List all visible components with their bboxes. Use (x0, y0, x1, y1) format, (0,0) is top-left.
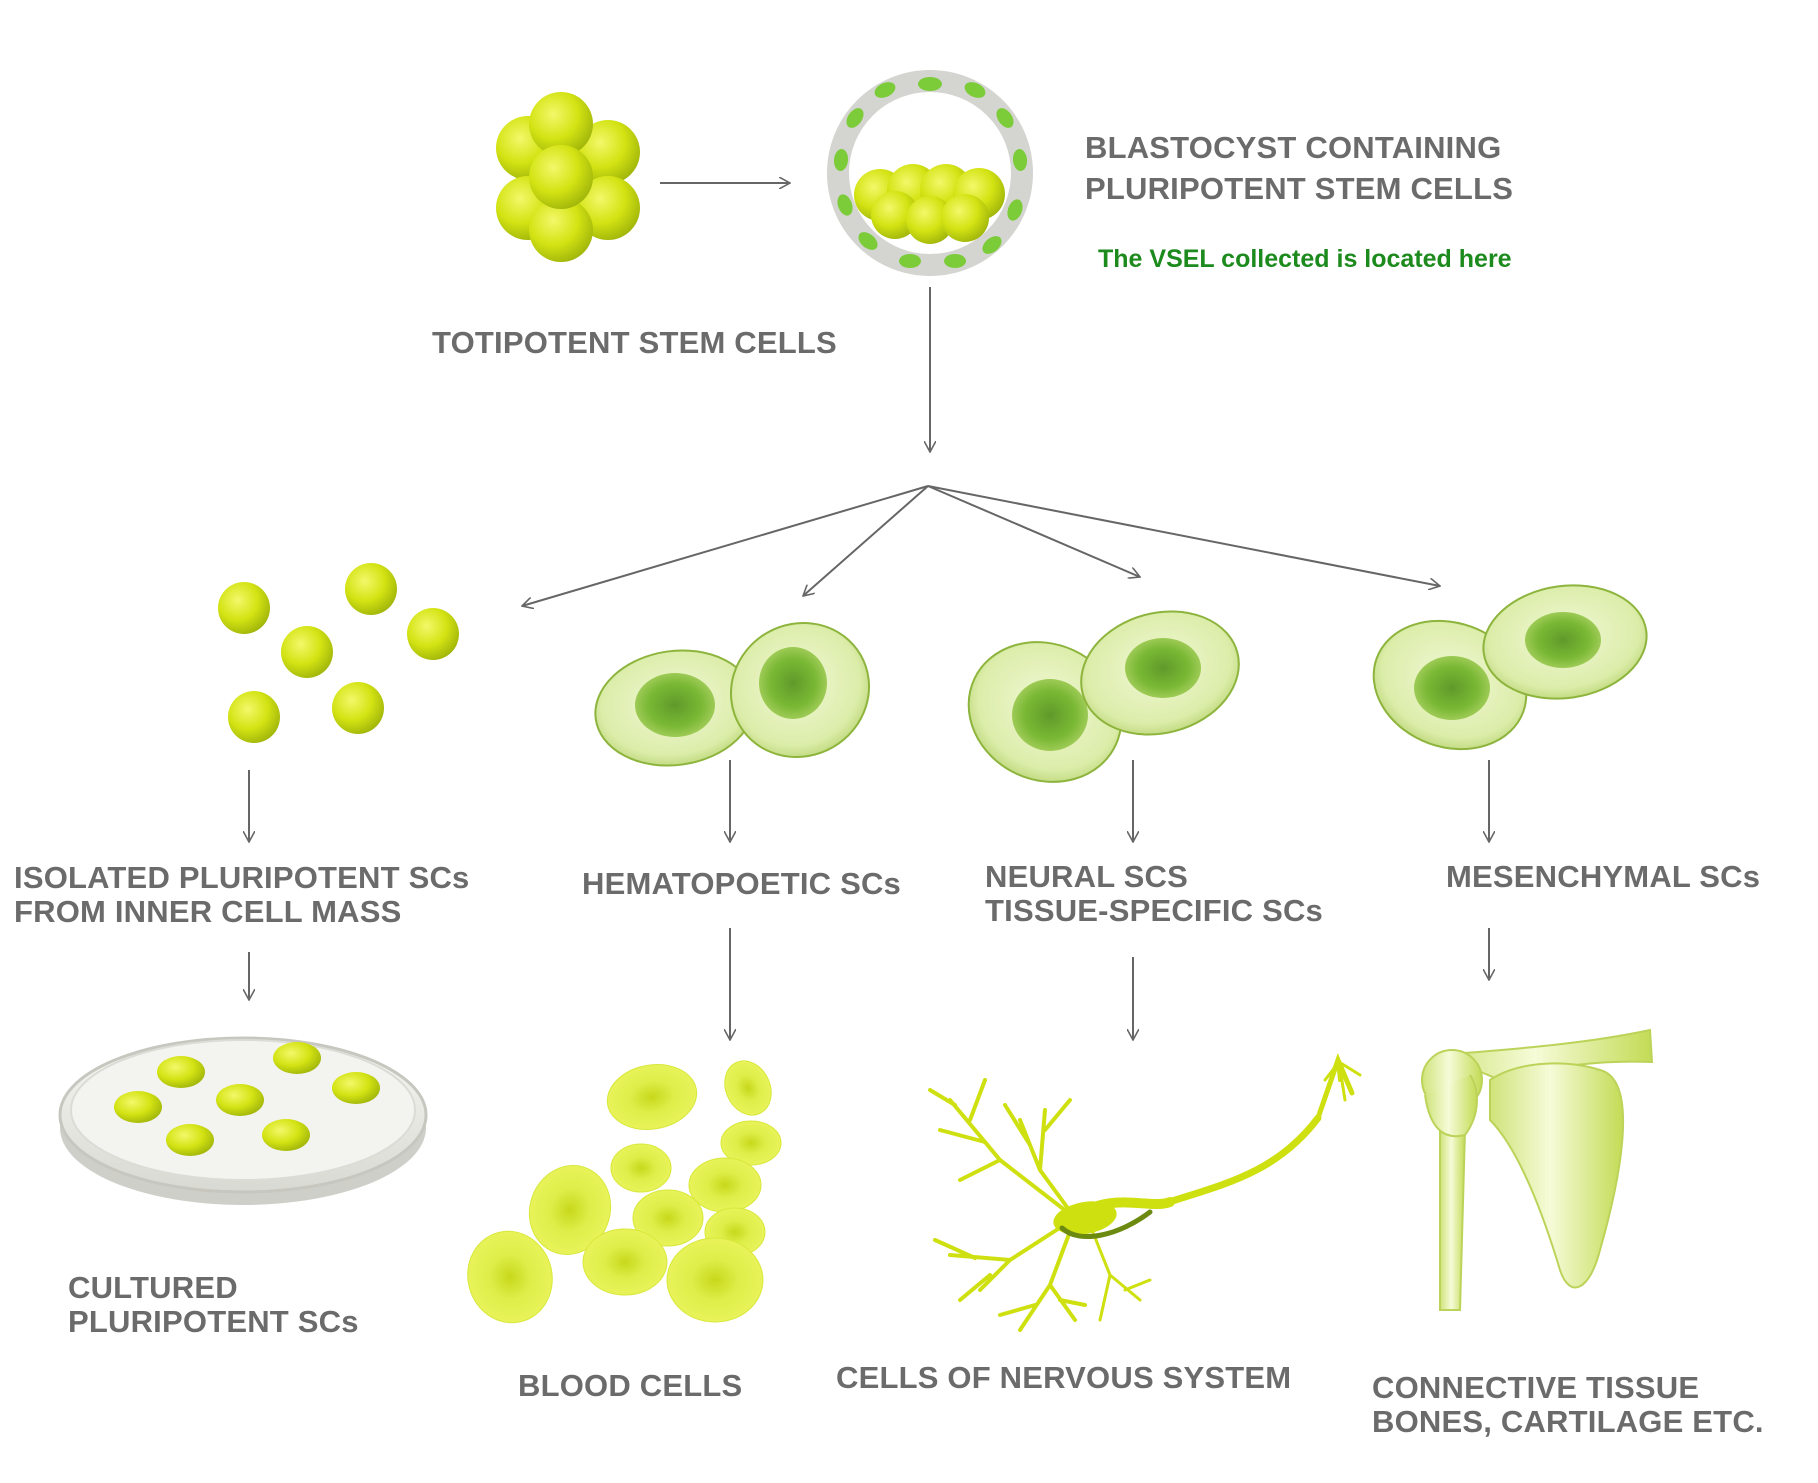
pluripotent-cells-icon (218, 563, 459, 743)
mesenchymal-label: MESENCHYMAL SCs (1446, 859, 1761, 894)
isolated-label-line2: FROM INNER CELL MASS (14, 894, 402, 929)
totipotent-label: TOTIPOTENT STEM CELLS (432, 325, 837, 360)
nervous-cells-label: CELLS OF NERVOUS SYSTEM (836, 1360, 1292, 1395)
connective-label-line2: BONES, CARTILAGE ETC. (1372, 1404, 1764, 1439)
shoulder-bone-icon (1421, 1028, 1654, 1311)
mesenchymal-cells-icon (1372, 584, 1648, 751)
morula-icon (496, 92, 640, 262)
arrow-branch-pluripotent (522, 485, 929, 606)
neural-label-line1: NEURAL SCS (985, 859, 1188, 894)
arrow-branch-neural (927, 485, 1140, 577)
connective-label-line1: CONNECTIVE TISSUE (1372, 1370, 1700, 1405)
vsel-note: The VSEL collected is located here (1098, 245, 1512, 273)
hematopoietic-cells-icon (594, 621, 871, 767)
isolated-label-line1: ISOLATED PLURIPOTENT SCs (14, 860, 470, 895)
neural-stem-cells-icon (967, 610, 1240, 783)
arrow-branch-hematopoietic (803, 485, 929, 596)
arrows (249, 183, 1489, 1040)
petri-dish-icon (58, 1036, 428, 1205)
neuron-icon (928, 1053, 1362, 1332)
blastocyst-icon (827, 70, 1033, 276)
blastocyst-label-line2: PLURIPOTENT STEM CELLS (1085, 171, 1514, 206)
blastocyst-label-line1: BLASTOCYST CONTAINING (1085, 130, 1502, 165)
cultured-label-line2: PLURIPOTENT SCs (68, 1304, 359, 1339)
neural-label-line2: TISSUE-SPECIFIC SCs (985, 893, 1323, 928)
blood-cells-icon (467, 1060, 782, 1324)
hematopoetic-label: HEMATOPOETIC SCs (582, 866, 901, 901)
cultured-label-line1: CULTURED (68, 1270, 238, 1305)
arrow-branch-mesenchymal (927, 485, 1440, 586)
blood-cells-label: BLOOD CELLS (518, 1368, 743, 1403)
